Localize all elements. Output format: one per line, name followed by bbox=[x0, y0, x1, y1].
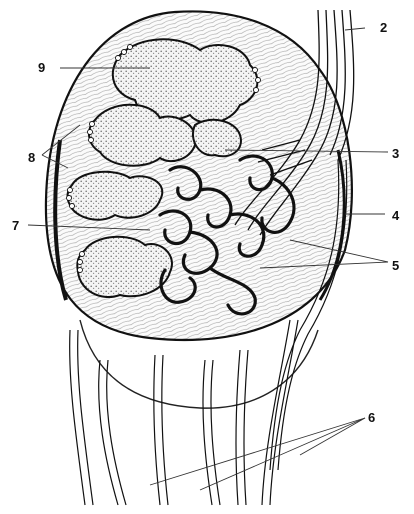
label-6: 6 bbox=[368, 410, 375, 425]
label-7: 7 bbox=[12, 218, 19, 233]
label-9: 9 bbox=[38, 60, 45, 75]
label-8: 8 bbox=[28, 150, 35, 165]
label-3: 3 bbox=[392, 146, 399, 161]
label-4: 4 bbox=[392, 208, 400, 223]
terminal-fibres bbox=[70, 320, 298, 505]
label-5: 5 bbox=[392, 258, 399, 273]
label-2: 2 bbox=[380, 20, 387, 35]
